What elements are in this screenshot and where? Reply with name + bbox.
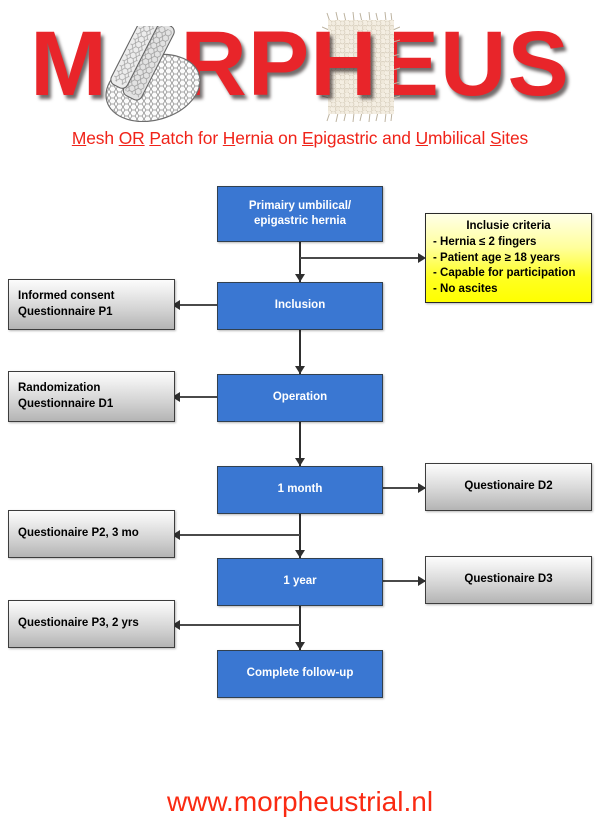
- connector-month-to-year: [299, 514, 301, 558]
- wordmark-letter-h: H: [310, 13, 378, 115]
- wordmark-letter-e: E: [377, 13, 441, 115]
- trial-flowchart: Primairy umbilical/ epigastric hernia In…: [0, 160, 600, 720]
- node-questionaire-p2[interactable]: Questionaire P2, 3 mo: [8, 510, 175, 558]
- criteria-item-capable: - Capable for participation: [433, 267, 576, 280]
- subtitle-initial-p: P: [149, 128, 161, 148]
- node-randomization-line1: Randomization: [18, 382, 101, 395]
- subtitle-initial-m: M: [71, 128, 87, 148]
- node-one-year[interactable]: 1 year: [217, 558, 383, 606]
- subtitle-segment-hernia: Hernia on: [222, 128, 303, 148]
- subtitle-segment-or: OR: [119, 128, 150, 148]
- wordmark-letter-s: S: [507, 13, 570, 115]
- wordmark-letter-o-placeholder: O: [108, 0, 181, 128]
- arrowhead-one-month: [295, 458, 305, 466]
- criteria-title: Inclusie criteria: [466, 220, 551, 232]
- arrowhead-complete-followup: [295, 642, 305, 650]
- node-complete-followup[interactable]: Complete follow-up: [217, 650, 383, 698]
- arrowhead-randomization: [172, 392, 180, 402]
- node-operation[interactable]: Operation: [217, 374, 383, 422]
- connector-to-criteria: [300, 257, 423, 259]
- logo-header: MORPHEUS: [0, 0, 600, 128]
- criteria-item-patient-age: - Patient age ≥ 18 years: [433, 251, 561, 264]
- subtitle-segment-patch: Patch for: [149, 128, 223, 148]
- node-questionaire-d2-label: Questionaire D2: [464, 480, 553, 493]
- node-questionaire-d3[interactable]: Questionaire D3: [425, 556, 592, 604]
- subtitle-initial-or: OR: [118, 128, 145, 148]
- arrowhead-operation: [295, 366, 305, 374]
- node-randomization-line2: Questionnaire D1: [18, 397, 114, 410]
- node-randomization[interactable]: Randomization Questionnaire D1: [8, 371, 175, 422]
- connector-to-questionaire-p3: [176, 624, 300, 626]
- node-complete-followup-label: Complete follow-up: [246, 667, 354, 680]
- node-questionaire-d2[interactable]: Questionaire D2: [425, 463, 592, 511]
- arrowhead-questionaire-d2: [418, 483, 426, 493]
- wordmark-letter-r: R: [180, 13, 248, 115]
- arrowhead-inclusion: [295, 274, 305, 282]
- arrowhead-one-year: [295, 550, 305, 558]
- node-inclusion-criteria: Inclusie criteria - Hernia ≤ 2 fingers -…: [425, 213, 592, 303]
- node-questionaire-p2-label: Questionaire P2, 3 mo: [18, 527, 139, 540]
- node-questionaire-d3-label: Questionaire D3: [464, 573, 553, 586]
- subtitle-initial-h: H: [222, 128, 236, 148]
- connector-to-questionaire-p2: [176, 534, 300, 536]
- subtitle-tagline: Mesh OR Patch for Hernia on Epigastric a…: [0, 128, 600, 149]
- node-inclusion[interactable]: Inclusion: [217, 282, 383, 330]
- node-informed-consent-line1: Informed consent: [18, 290, 115, 303]
- node-one-month-label: 1 month: [277, 483, 323, 496]
- wordmark-letter-u: U: [440, 13, 508, 115]
- arrowhead-questionaire-p2: [172, 530, 180, 540]
- connector-operation-to-randomization: [176, 396, 218, 398]
- subtitle-initial-s: S: [489, 128, 502, 148]
- arrowhead-questionaire-p3: [172, 620, 180, 630]
- criteria-item-hernia-size: - Hernia ≤ 2 fingers: [433, 236, 537, 249]
- node-inclusion-label: Inclusion: [274, 299, 326, 312]
- node-informed-consent-line2: Questionnaire P1: [18, 305, 113, 318]
- node-informed-consent[interactable]: Informed consent Questionnaire P1: [8, 279, 175, 330]
- connector-year-to-questionaire-d3: [383, 580, 425, 582]
- node-questionaire-p3-label: Questionaire P3, 2 yrs: [18, 617, 139, 630]
- subtitle-initial-u: U: [415, 128, 429, 148]
- node-one-month[interactable]: 1 month: [217, 466, 383, 514]
- subtitle-segment-sites: Sites: [489, 128, 529, 148]
- subtitle-initial-e: E: [302, 128, 314, 148]
- criteria-item-no-ascites: - No ascites: [433, 282, 498, 295]
- node-primary-hernia[interactable]: Primairy umbilical/ epigastric hernia: [217, 186, 383, 242]
- connector-operation-to-month: [299, 422, 301, 466]
- wordmark-letter-p: P: [247, 13, 311, 115]
- connector-year-to-followup: [299, 606, 301, 650]
- arrowhead-informed-consent: [172, 300, 180, 310]
- arrowhead-questionaire-d3: [418, 576, 426, 586]
- connector-inclusion-to-operation: [299, 330, 301, 374]
- node-primary-hernia-line1: Primairy umbilical/: [248, 199, 352, 212]
- node-primary-hernia-line2: epigastric hernia: [253, 215, 347, 227]
- trial-website-url[interactable]: www.morpheustrial.nl: [166, 786, 434, 817]
- subtitle-segment-umbilical: Umbilical: [415, 128, 490, 148]
- morpheus-wordmark: MORPHEUS: [0, 0, 600, 128]
- wordmark-letter-m: M: [30, 13, 108, 115]
- connector-inclusion-to-consent: [176, 304, 218, 306]
- connector-hernia-to-inclusion: [299, 242, 301, 282]
- node-one-year-label: 1 year: [283, 575, 317, 588]
- node-questionaire-p3[interactable]: Questionaire P3, 2 yrs: [8, 600, 175, 648]
- connector-month-to-questionaire-d2: [383, 487, 425, 489]
- subtitle-segment-epigastric: Epigastric and: [302, 128, 416, 148]
- arrowhead-criteria: [418, 253, 426, 263]
- node-operation-label: Operation: [272, 391, 328, 404]
- subtitle-segment-mesh: Mesh: [71, 128, 119, 148]
